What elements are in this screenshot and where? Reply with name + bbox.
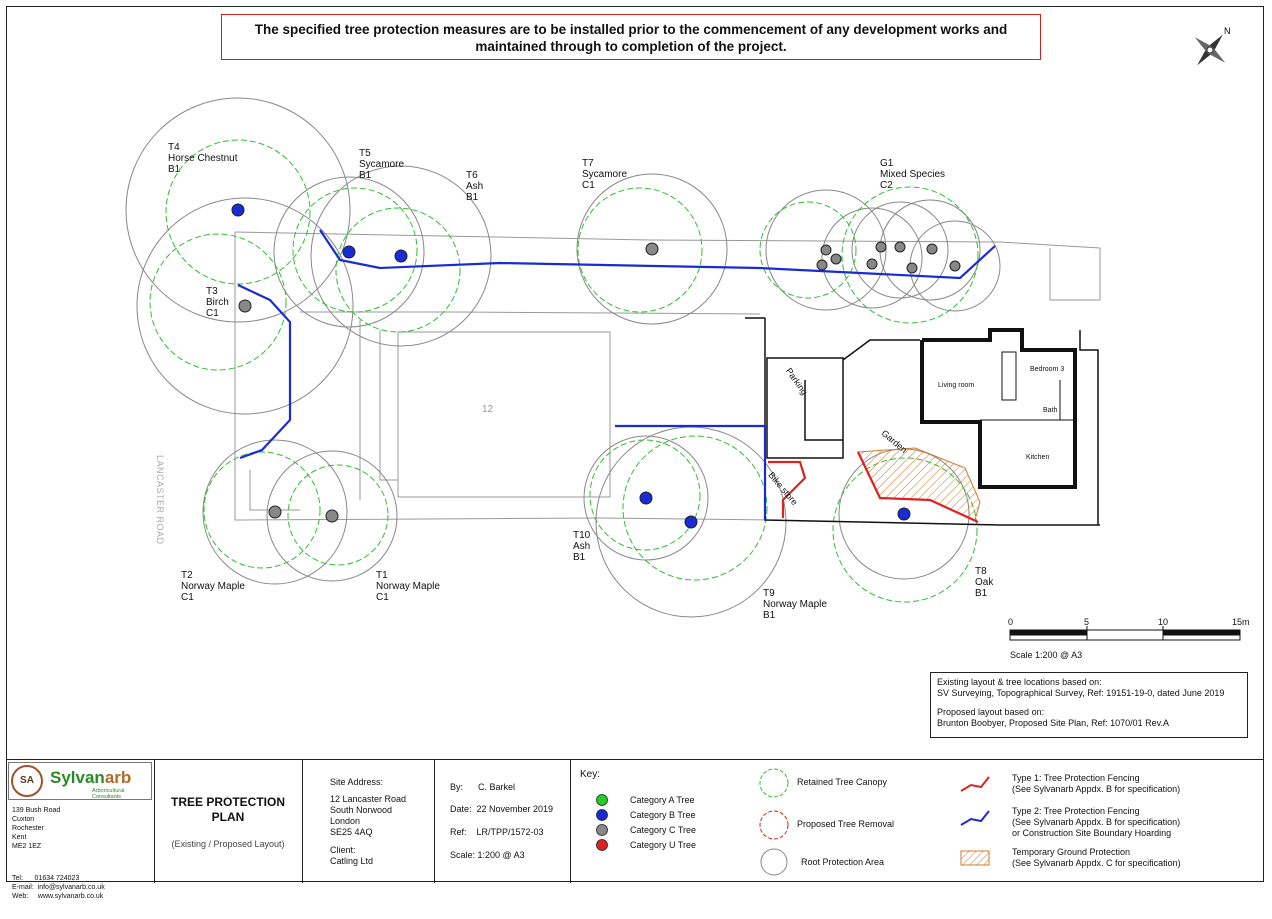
room-bath: Bath — [1043, 407, 1058, 414]
key-cat-a: Category A Tree — [630, 795, 695, 805]
company-tagline: Arboricultural Consultants — [92, 788, 125, 800]
drawn-by: By: C. Barkel — [450, 782, 516, 792]
svg-text:N: N — [1224, 26, 1231, 36]
drawing-frame — [6, 6, 1264, 882]
drawing-ref: Ref: LR/TPP/1572-03 — [450, 827, 544, 837]
company-panel: SA Sylvanarb Arboricultural Consultants … — [8, 762, 155, 900]
room-living: Living room — [938, 382, 975, 389]
protection-notice: The specified tree protection measures a… — [221, 14, 1041, 60]
key-panel: Key: Category A Tree Category B Tree Cat… — [570, 759, 1264, 883]
category-swatches — [596, 794, 608, 851]
room-bedroom: Bedroom 3 — [1030, 366, 1065, 373]
drawing-meta-panel: By: C. Barkel Date: 22 November 2019 Ref… — [434, 759, 570, 883]
key-removal: Proposed Tree Removal — [797, 819, 895, 829]
source-notes: Existing layout & tree locations based o… — [930, 672, 1248, 738]
key-type1: Type 1: Tree Protection Fencing(See Sylv… — [1012, 773, 1181, 794]
drawing-scale: Scale: 1:200 @ A3 — [450, 850, 525, 860]
company-name: Sylvanarb — [50, 768, 132, 787]
scale-tick-15: 15m — [1232, 617, 1250, 627]
scale-tick-5: 5 — [1084, 617, 1090, 627]
key-cat-u: Category U Tree — [630, 840, 697, 850]
scale-tick-10: 10 — [1158, 617, 1169, 627]
room-kitchen: Kitchen — [1026, 454, 1050, 461]
drawing-date: Date: 22 November 2019 — [450, 804, 554, 814]
key-cat-b: Category B Tree — [630, 810, 696, 820]
notice-line-1: The specified tree protection measures a… — [254, 22, 1008, 37]
key-cat-c: Category C Tree — [630, 825, 697, 835]
key-rpa: Root Protection Area — [801, 857, 885, 867]
title-block — [6, 759, 1264, 883]
fencing-swatches — [960, 776, 990, 866]
scale-tick-0: 0 — [1008, 617, 1014, 627]
scale-bar-graphic — [1009, 626, 1241, 641]
north-arrow-icon: N — [1194, 26, 1231, 66]
scale-caption: Scale 1:200 @ A3 — [1010, 650, 1083, 660]
key-ground-protection: Temporary Ground Protection(See Sylvanar… — [1012, 847, 1181, 868]
notice-line-2: maintained through to completion of the … — [475, 39, 787, 54]
client: Client:Catling Ltd — [330, 845, 374, 866]
key-retained: Retained Tree Canopy — [797, 777, 888, 787]
drawing-subtitle: (Existing / Proposed Layout) — [171, 839, 285, 849]
company-logo-icon: SA — [11, 765, 43, 797]
canopy-swatches — [759, 768, 789, 876]
road-label: LANCASTER ROAD — [155, 455, 165, 545]
site-plan — [125, 97, 1241, 641]
key-title: Key: — [580, 769, 601, 780]
key-type2: Type 2: Tree Protection Fencing(See Sylv… — [1012, 806, 1181, 838]
plot-number: 12 — [482, 404, 494, 415]
